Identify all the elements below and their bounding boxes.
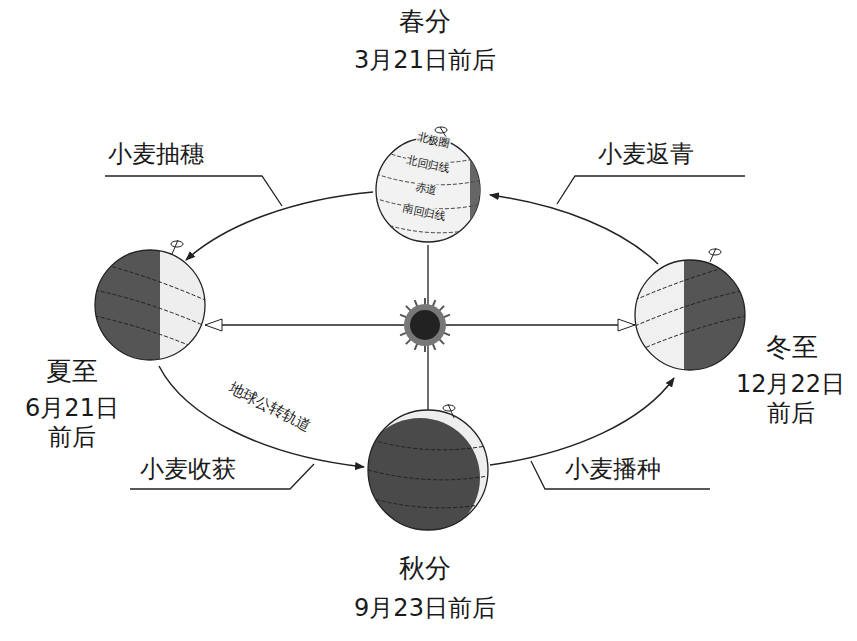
date-label: 6月21日 前后: [22, 394, 122, 452]
earth-globe: [635, 248, 754, 375]
sun-ray: [424, 345, 426, 352]
open-arrowhead: [205, 319, 222, 331]
season-name: 春分: [399, 6, 451, 37]
season-name: 秋分: [399, 553, 451, 584]
crop-stage-label: 小麦抽穗: [108, 140, 204, 169]
season-name: 冬至: [766, 332, 818, 363]
crop-stage-label: 小麦返青: [598, 140, 694, 169]
sun-ray: [433, 300, 436, 306]
sun-ray: [443, 315, 449, 318]
sun-ray: [424, 298, 426, 305]
open-arrowhead: [618, 319, 635, 331]
earth-globe: [360, 404, 488, 538]
season-name: 夏至: [46, 356, 98, 387]
sun-ray: [406, 306, 411, 311]
sun-ray: [415, 300, 418, 306]
crop-stage-label: 小麦播种: [565, 455, 661, 484]
sun-ray: [443, 333, 449, 336]
sun: [398, 298, 452, 352]
sun-ray: [433, 343, 436, 349]
crop-stage-label: 小麦收获: [140, 455, 236, 484]
date-label: 9月23日前后: [354, 594, 496, 623]
date-label: 3月21日前后: [354, 46, 496, 75]
sun-ray: [406, 339, 411, 344]
sun-ray: [439, 306, 444, 311]
earth-globe: [90, 240, 205, 365]
sun-ray: [439, 339, 444, 344]
orbit-label: 地球公转轨道: [224, 378, 316, 437]
sun-ray: [398, 324, 405, 326]
sun-ray: [400, 333, 406, 336]
sun-ray: [445, 324, 452, 326]
sun-ray: [400, 315, 406, 318]
earth-globe: [374, 127, 490, 250]
date-label: 12月22日 前后: [728, 370, 853, 428]
sun-ray: [415, 343, 418, 349]
